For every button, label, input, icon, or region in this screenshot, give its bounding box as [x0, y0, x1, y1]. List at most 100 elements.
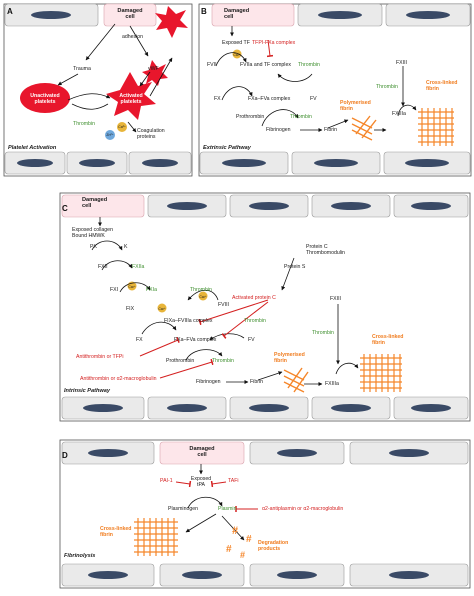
nucleus-icon [88, 571, 128, 579]
panel-letter-c: C [62, 204, 68, 213]
arrow [215, 52, 247, 67]
arrow [257, 371, 283, 381]
fibrinogen-label: Fibrinogen [196, 379, 221, 385]
nucleus-icon [406, 11, 450, 19]
svg-text:#: # [232, 525, 238, 537]
prothrombin-label: Prothrombin [236, 114, 265, 120]
zinc-ion-icon [105, 130, 115, 140]
fibrin-label: Fibrin [250, 379, 263, 385]
fvii-label: FVII [207, 62, 217, 68]
fxia-label: FXIa [146, 287, 157, 293]
arrow [119, 282, 151, 293]
fixa-fviiia-label: FIXa–FVIIIa complex [164, 318, 213, 324]
inhibition-line [221, 301, 269, 339]
activated-protein-c-label: Activated protein C [232, 295, 276, 301]
inhibition-line [266, 39, 274, 58]
nucleus-icon [83, 404, 123, 412]
arrow [209, 333, 245, 341]
degradation-products-label: Degradation products [258, 540, 289, 552]
nucleus-icon [277, 449, 317, 457]
arrow [129, 25, 149, 57]
damaged-cell [159, 441, 245, 465]
panel-c [59, 192, 471, 422]
nucleus-icon [88, 449, 128, 457]
thrombin-label: Thrombin [298, 62, 320, 68]
tfpi-complex-label: TFPI-FXa complex [252, 40, 296, 46]
damaged-cell-label: Damaged cell [117, 8, 143, 20]
nucleus-icon [331, 202, 371, 210]
damaged-cell [61, 194, 145, 218]
protein-s-label: Protein S [284, 264, 306, 270]
svg-text:#: # [246, 534, 252, 545]
arrow [221, 86, 253, 101]
ca-ion-label: Ca²⁺ [233, 53, 241, 57]
arrow [141, 321, 177, 335]
arrow [91, 240, 123, 251]
calcium-ion-icon [117, 122, 127, 132]
crosslinked-fibrin-icon [134, 518, 178, 556]
nucleus-icon [142, 159, 178, 167]
calcium-ion-icon [232, 49, 242, 59]
nucleus-icon [31, 11, 71, 19]
fxiiia-label: FXIIIa [325, 381, 339, 387]
fibrin-label: Fibrin [324, 127, 337, 133]
inhibition-line [198, 299, 269, 326]
activated-platelet-icon [155, 6, 188, 38]
polymerised-fibrin-label: Polymerised fibrin [274, 352, 305, 364]
fxiii-label: FXIII [330, 296, 341, 302]
nucleus-icon [318, 11, 362, 19]
antithrombin-a2m-label: Antithrombin or α2-macroglobulin [80, 376, 157, 382]
unactivated-platelets-label: Unactivated platelets [30, 93, 60, 105]
crosslinked-fibrin-icon [360, 354, 402, 392]
nucleus-icon [249, 404, 289, 412]
panel-d: # # # # [59, 439, 471, 589]
fviii-label: FVIII [218, 302, 229, 308]
inhibition-line [175, 480, 192, 488]
antithrombin-tfpi-label: Antithrombin or TFPi [76, 354, 124, 360]
arrow [327, 119, 349, 129]
calcium-ion-icon [157, 303, 167, 313]
zn-ion-label: Zn²⁺ [106, 133, 114, 137]
calcium-ion-icon [198, 291, 208, 301]
arrow [149, 57, 173, 97]
pk-label: PK [90, 244, 97, 250]
panel-letter-b: B [201, 7, 207, 16]
pai-label: PAI-1 [160, 478, 173, 484]
arrow [127, 121, 137, 133]
panel-b [198, 3, 472, 177]
panel-a-caption: Platelet Activation [8, 145, 57, 151]
fviia-tf-label: FVIIa and TF complex [240, 62, 291, 68]
panel-c-caption: Intrinsic Pathway [64, 388, 111, 394]
arrow [277, 73, 313, 82]
fibrinogen-label: Fibrinogen [266, 127, 291, 133]
ca-ion-label: Ca²⁺ [128, 285, 136, 289]
prothrombin-label: Prothrombin [166, 358, 195, 364]
nucleus-icon [314, 159, 358, 167]
panel-letter-d: D [62, 451, 68, 460]
ca-ion-label: Ca²⁺ [118, 125, 126, 129]
fix-label: FIX [126, 306, 135, 312]
thrombin-label: Thrombin [212, 358, 234, 364]
arrow [101, 260, 133, 271]
panel-c-frame [59, 192, 471, 422]
nucleus-icon [405, 159, 449, 167]
inhibition-line [139, 336, 180, 357]
fv-label: FV [310, 96, 317, 102]
fxii-label: FXII [98, 264, 108, 270]
fxiii-label: FXIII [396, 60, 407, 66]
arrow [261, 109, 299, 127]
ca-ion-label: Ca²⁺ [199, 295, 207, 299]
fxiiia-label: FXIIIa [392, 111, 406, 117]
ca-ion-label: Ca²⁺ [158, 307, 166, 311]
k-label: K [124, 244, 128, 250]
panel-d-frame [59, 439, 471, 589]
nucleus-icon [411, 202, 451, 210]
plasmin-label: Plasmin [218, 506, 237, 512]
inhibition-line [159, 358, 214, 379]
tafi-label: TAFi [228, 478, 239, 484]
polymerised-fibrin-label: Polymerised fibrin [340, 100, 371, 112]
exposed-collagen-label: Exposed collagen Bound HMWK [72, 227, 113, 239]
exposed-tf-label: Exposed TF [222, 40, 250, 46]
thrombin-label: Thrombin [312, 330, 334, 336]
